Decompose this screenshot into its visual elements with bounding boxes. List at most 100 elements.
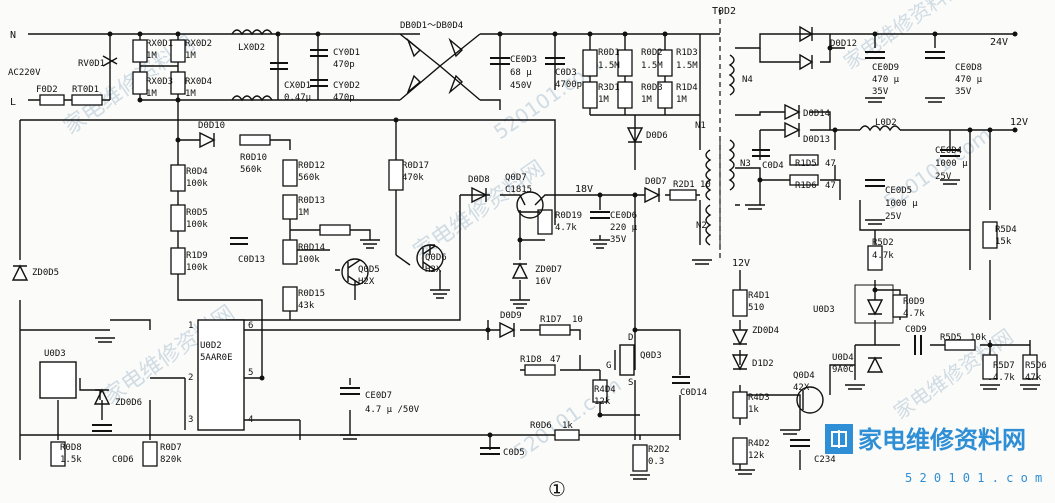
component-label: CE0D5 <box>885 186 912 196</box>
ground-symbols <box>95 97 1040 480</box>
component-label: ZD0D4 <box>752 326 779 336</box>
resistor-rx0d4 <box>170 71 186 95</box>
diode-d0d14 <box>784 103 801 121</box>
component-label: C0D13 <box>238 255 265 265</box>
component-label: 1.5k <box>60 455 82 465</box>
component-label: CY0D2 <box>333 81 360 91</box>
component-label: Q0D6 <box>425 253 447 263</box>
component-label: 3 <box>188 415 193 425</box>
zener-zd0d6 <box>93 388 111 405</box>
component-label: R3D1 <box>598 83 620 93</box>
rail-12v-label: 12V <box>1010 117 1028 128</box>
coil-n1 <box>705 149 712 201</box>
site-name: 家电维修资料网 <box>858 426 1026 454</box>
resistor-r5d5 <box>944 339 976 351</box>
bridge-rectifier <box>406 37 464 95</box>
resistor-r4d4 <box>592 379 608 403</box>
component-label: R1D6 <box>795 181 817 191</box>
component-label: R1D8 <box>520 355 542 365</box>
component-label: 25V <box>885 212 902 222</box>
component-label: 47 <box>825 181 836 191</box>
component-label: 1M <box>185 89 196 99</box>
component-label: 1M <box>598 95 609 105</box>
resistor-r0d13 <box>282 194 298 220</box>
component-label: C0D14 <box>680 388 707 398</box>
component-label: CE0D9 <box>872 63 899 73</box>
component-label: RX0D4 <box>185 77 212 87</box>
component-label: RV0D1 <box>78 59 105 69</box>
component-label: 4.7k <box>872 251 894 261</box>
component-label: C1815 <box>505 185 532 195</box>
diodes <box>11 25 884 405</box>
component-label: 35V <box>610 235 627 245</box>
varistor-rv0d1 <box>102 55 118 67</box>
resistor-rx0d1 <box>132 39 148 63</box>
resistor-r2d2 <box>632 444 648 472</box>
component-label: 100k <box>186 220 208 230</box>
component-label: R2D2 <box>648 445 670 455</box>
component-label: 10 <box>572 315 583 325</box>
zener-zd0d4 <box>731 329 749 346</box>
component-label: 6 <box>248 321 253 331</box>
thermistor-rt0d1 <box>71 94 103 106</box>
resistor-r2d1 <box>669 189 697 201</box>
component-label: 0.3 <box>648 457 664 467</box>
resistor-r1d6 <box>789 174 819 186</box>
component-label: 470 µ <box>955 75 983 85</box>
component-label: RX0D2 <box>185 39 212 49</box>
component-label: 470p <box>333 93 355 103</box>
component-label: R0D3 <box>641 83 663 93</box>
component-label: R0D10 <box>240 153 267 163</box>
component-label: 4.7 µ /50V <box>365 405 420 415</box>
component-label: R4D3 <box>748 393 770 403</box>
resistor-r1d3 <box>657 49 673 77</box>
transistor-q0d6 <box>416 244 444 272</box>
component-label: N2 <box>696 221 707 231</box>
component-label: U0D4 <box>832 353 854 363</box>
zener-zd0d5 <box>11 264 29 281</box>
component-label: D <box>628 333 633 343</box>
component-label: R1D3 <box>676 48 698 58</box>
component-label: U0D3 <box>44 349 66 359</box>
resistor-r4d2 <box>732 437 748 465</box>
component-label: 4.7k <box>993 373 1015 383</box>
component-label: D0D12 <box>830 39 857 49</box>
component-label: Q0D3 <box>640 351 662 361</box>
component-label: 1M <box>185 51 196 61</box>
component-label: U0D3 <box>813 305 835 315</box>
component-label: RX0D3 <box>146 77 173 87</box>
component-label: ZD0D5 <box>32 268 59 278</box>
labels: N L AC220V T0D2 RV0D1 F0D2 RT0D1 RX0D11M… <box>8 6 1047 467</box>
component-label: RT0D1 <box>72 85 99 95</box>
resistor-r0d6 <box>554 429 580 441</box>
coil-n3 <box>728 139 735 191</box>
component-label: Q0D4 <box>793 371 815 381</box>
diode-d0d6 <box>626 127 644 144</box>
resistor-r0d14 <box>282 239 298 265</box>
component-label: 1.5M <box>676 61 698 71</box>
component-label: 42X <box>793 383 810 393</box>
coil-n2 <box>705 204 712 246</box>
component-label: R0D7 <box>160 443 182 453</box>
resistor-r0d7 <box>142 441 158 467</box>
component-label: 470 µ <box>872 75 900 85</box>
component-label: 1k <box>748 405 759 415</box>
component-label: R0D8 <box>60 443 82 453</box>
optocoupler-u0d3-transistor <box>39 361 77 399</box>
diode-d1d2 <box>731 354 749 371</box>
diode-d0d13 <box>784 121 801 139</box>
resistor-r4d3 <box>732 391 748 419</box>
component-label: ZD0D7 <box>535 265 562 275</box>
component-label: 100k <box>186 263 208 273</box>
resistor-r0d2 <box>617 49 633 77</box>
ic-u0d2 <box>197 319 245 431</box>
diode-d0d10 <box>199 131 216 149</box>
mains-l-label: L <box>10 97 16 108</box>
resistor-r1d5 <box>789 154 819 166</box>
component-label: 12k <box>594 397 611 407</box>
resistor-series <box>319 224 351 236</box>
resistor-r1d4 <box>657 81 673 109</box>
resistor-r0d12 <box>282 159 298 187</box>
component-label: 35V <box>872 87 889 97</box>
